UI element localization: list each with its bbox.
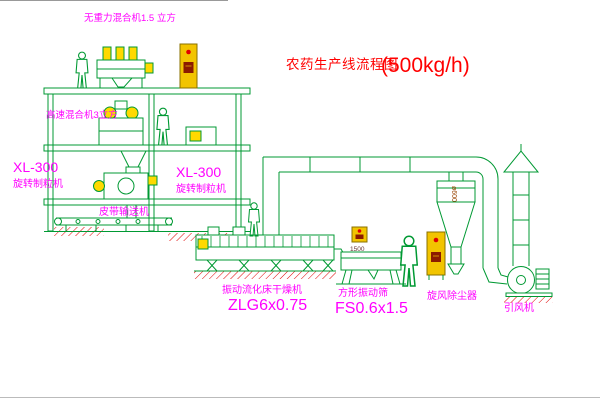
- induced-draft-fan: [505, 266, 553, 297]
- label-dryer-model: ZLG6x0.75: [228, 297, 307, 314]
- fan-volute: [507, 266, 535, 294]
- indicator-lamp-icon: [186, 49, 191, 55]
- dimension-sieve-width: 1500: [350, 246, 365, 253]
- conveyor-pulley-left: [54, 217, 62, 226]
- drawing-title-capacity: (500kg/h): [381, 54, 470, 77]
- granulator-body: [103, 172, 149, 200]
- mixer-feed-port: [115, 46, 125, 61]
- conveyor-roller: [75, 219, 81, 224]
- vibrating-sieve: [336, 251, 406, 285]
- label-cyclone: 旋风除尘器: [427, 289, 477, 302]
- granulator-discharge-chute: [126, 204, 137, 219]
- label-granulator-center-model: XL-300: [176, 164, 221, 180]
- cabinet-plate: [431, 252, 441, 262]
- cyclone-separator: [436, 172, 476, 275]
- indicator-lamp-icon: [357, 229, 362, 233]
- label-top-mixer: 无重力混合机1.5 立方: [84, 12, 176, 24]
- mixer-discharge-cone: [111, 77, 134, 88]
- cabinet-plate: [183, 62, 194, 73]
- mixer-feed-port: [102, 46, 112, 61]
- label-belt-conveyor: 皮带输送机: [99, 205, 149, 218]
- cyclone-dipleg: [450, 246, 462, 265]
- floor-slab-middle: [43, 144, 251, 152]
- annotations: 农药生产线流程图 (500kg/h) 无重力混合机1.5 立方 高速混合机3立方…: [13, 12, 534, 317]
- granulator-hopper: [125, 166, 141, 174]
- control-cabinet-top: [179, 43, 198, 89]
- column-center: [148, 93, 155, 232]
- granulator-motor: [93, 180, 105, 192]
- operator-figure-dryer: [248, 202, 260, 237]
- control-box-dryer: [351, 226, 368, 243]
- dryer-bed-sections: [198, 236, 332, 247]
- duct-elbow-inner: [475, 171, 484, 180]
- operator-figure-top-floor: [75, 51, 89, 89]
- conveyor-roller: [135, 219, 141, 224]
- operator-figure-sieve: [400, 235, 418, 287]
- label-fan: 引风机: [504, 301, 534, 314]
- mixer-feed-port: [128, 46, 138, 61]
- fluid-bed-dryer: [194, 226, 346, 272]
- duct-elbow-outer: [475, 156, 499, 180]
- high-speed-mixer: [98, 100, 144, 146]
- cyclone-discharge: [447, 263, 465, 275]
- mixer-motor: [144, 62, 154, 74]
- label-granulator-left-name: 旋转制粒机: [13, 177, 63, 190]
- operator-figure-second-floor: [156, 107, 170, 146]
- conveyor-roller: [95, 219, 101, 224]
- floor-slab-top: [43, 87, 251, 95]
- mixer-motor-right: [125, 106, 139, 120]
- dryer-inlet-stub: [207, 226, 220, 236]
- conveyor-pulley-right: [165, 217, 173, 226]
- foundation-fan: [504, 297, 553, 303]
- fan-base: [505, 292, 553, 297]
- sieve-body: [340, 251, 402, 271]
- gravity-free-mixer: [96, 46, 154, 88]
- label-granulator-center-name: 旋转制粒机: [176, 182, 226, 195]
- label-dryer-name: 振动流化床干燥机: [222, 283, 302, 296]
- indicator-lamp-icon: [433, 237, 439, 243]
- label-sieve-name: 方形振动筛: [338, 286, 388, 299]
- control-cabinet-right: [426, 231, 446, 280]
- rotary-granulator: [93, 150, 158, 219]
- drawing-title: 农药生产线流程图: [286, 57, 398, 72]
- machine-panel: [189, 130, 202, 142]
- dryer-feed-inlet: [232, 226, 246, 236]
- dimension-cyclone-diameter: ø600: [450, 186, 457, 202]
- belt-conveyor: [54, 217, 173, 232]
- fan-hub: [516, 275, 526, 285]
- foundation-dryer: [194, 271, 336, 279]
- granulator-gearbox: [147, 175, 158, 186]
- mixer-top-port: [114, 100, 128, 110]
- exhaust-stack: [502, 144, 540, 266]
- dryer-vibration-motor: [197, 238, 209, 250]
- exhaust-duct: [262, 156, 509, 285]
- floor-slab-lower: [43, 198, 251, 206]
- label-granulator-left-model: XL-300: [13, 159, 58, 175]
- floor2-machine: [185, 126, 217, 146]
- sieve-outlet: [367, 269, 379, 281]
- stack-rain-cap: [502, 150, 540, 173]
- label-high-speed-mixer: 高速混合机3立方: [46, 109, 118, 121]
- conveyor-roller: [115, 219, 121, 224]
- y-chute: [120, 150, 147, 168]
- granulator-drum: [117, 177, 135, 195]
- control-box-plate: [355, 234, 364, 239]
- label-sieve-model: FS0.6x1.5: [335, 300, 408, 317]
